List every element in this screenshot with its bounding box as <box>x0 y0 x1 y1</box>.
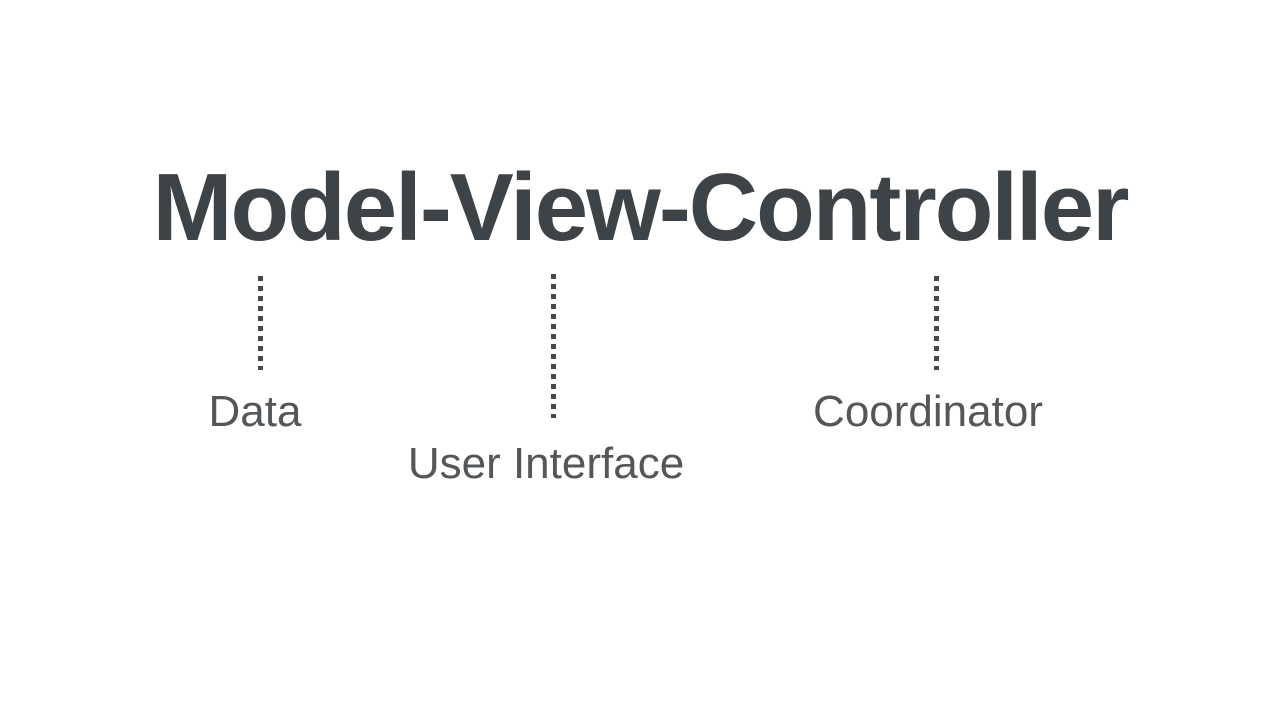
label-model-data: Data <box>208 387 302 436</box>
label-controller-coordinator: Coordinator <box>813 387 1043 436</box>
connector-line-view <box>551 274 556 418</box>
connector-line-model <box>258 276 263 370</box>
page-title: Model-View-Controller <box>152 154 1130 261</box>
connector-line-controller <box>934 276 939 370</box>
label-view-user-interface: User Interface <box>407 439 685 488</box>
